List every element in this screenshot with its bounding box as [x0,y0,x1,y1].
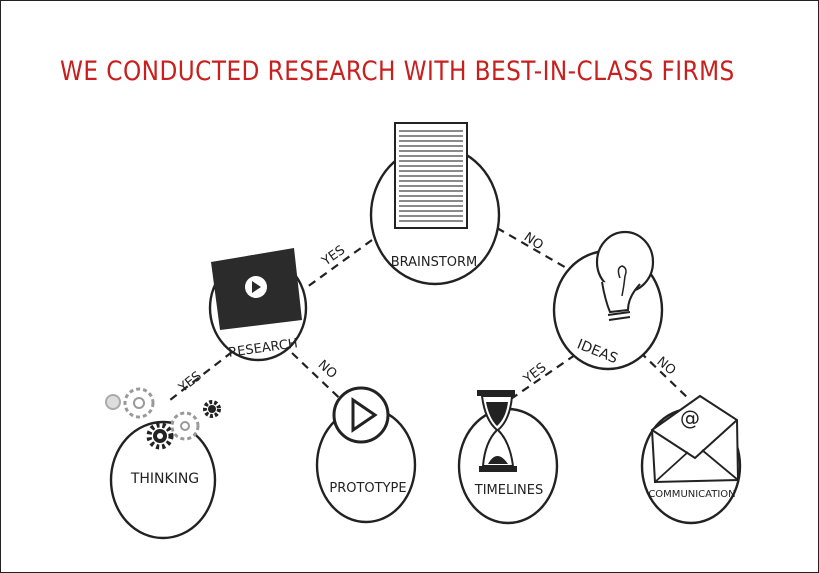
node-ideas: IDEAS [552,230,664,371]
edge-ideas-timelines [504,354,576,404]
node-research: RESEARCH [208,248,308,362]
edge-label-no-brainstorm-ideas: NO [521,230,546,254]
node-thinking: THINKING [105,387,221,540]
node-label-brainstorm: BRAINSTORM [391,255,478,270]
node-label-communication: COMMUNICATION [648,489,735,500]
node-label-thinking: THINKING [130,471,199,487]
lightbulb-icon [595,230,655,321]
node-label-prototype: PROTOTYPE [329,481,406,496]
edge-label-no-research-prototype: NO [315,357,340,382]
envelope-at-icon: @ [650,394,740,484]
document-icon [394,122,468,229]
play-triangle-icon [332,386,390,444]
edge-label-no-ideas-communication: NO [653,354,678,378]
node-prototype: PROTOTYPE [315,386,417,524]
hourglass-icon [477,390,517,472]
edge-brainstorm-research [302,239,373,291]
video-play-icon [211,248,302,330]
node-communication: @ COMMUNICATION [640,394,742,525]
edge-ideas-communication [639,351,691,401]
svg-text:@: @ [680,406,700,430]
node-timelines: TIMELINES [457,390,559,525]
edge-label-yes-research-thinking: YES [175,369,204,396]
node-brainstorm: BRAINSTORM [369,122,501,286]
edge-brainstorm-ideas [496,227,571,271]
slide-title: WE CONDUCTED RESEARCH WITH BEST-IN-CLASS… [60,56,735,87]
node-label-timelines: TIMELINES [474,483,543,498]
edge-label-yes-brainstorm-research: YES [319,243,348,270]
gears-icon [105,387,221,450]
